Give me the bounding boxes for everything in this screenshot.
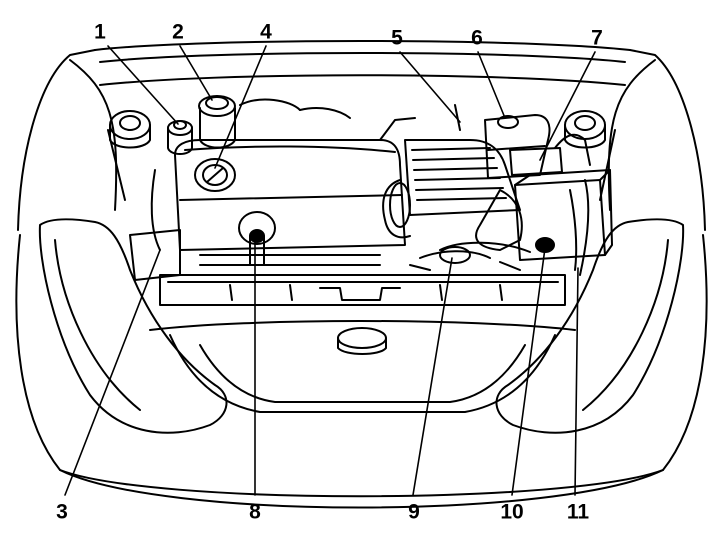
callout-8: 8 — [249, 500, 261, 524]
callout-6: 6 — [471, 26, 483, 50]
callout-3: 3 — [56, 500, 68, 524]
callout-9: 9 — [408, 500, 420, 524]
brake-fluid-reservoir — [167, 120, 193, 155]
leader-1 — [107, 45, 179, 125]
front-badge — [337, 327, 387, 355]
callout-5: 5 — [391, 26, 403, 50]
callout-2: 2 — [172, 20, 184, 44]
callout-4: 4 — [260, 20, 272, 44]
callout-11: 11 — [566, 500, 590, 524]
front-bumper — [15, 234, 708, 509]
leader-9 — [412, 257, 453, 496]
callout-10: 10 — [500, 500, 524, 524]
callout-1: 1 — [94, 20, 106, 44]
leader-7 — [539, 51, 596, 161]
engine-cover — [174, 117, 416, 251]
leader-2 — [179, 45, 213, 101]
radiator — [129, 229, 491, 281]
headlight-right — [495, 218, 685, 434]
oil-filler-cap — [194, 158, 236, 192]
leader-10 — [511, 247, 546, 496]
leader-3 — [64, 249, 161, 496]
leader-11 — [574, 267, 579, 496]
coolant-expansion-tank — [484, 114, 551, 179]
power-steering-reservoir — [198, 95, 236, 149]
leader-5 — [399, 51, 461, 123]
callout-7: 7 — [591, 26, 603, 50]
hoses-and-wiring — [150, 98, 578, 271]
oil-dipstick — [238, 211, 276, 266]
air-intake-duct — [439, 189, 531, 253]
headlight-left — [38, 218, 228, 434]
car-body-outline — [17, 40, 706, 231]
slam-panel — [159, 274, 566, 306]
callout-leaders — [64, 45, 596, 496]
strut-top-left — [109, 110, 151, 149]
leader-4 — [214, 45, 267, 169]
leader-6 — [477, 51, 506, 119]
battery — [514, 169, 613, 276]
